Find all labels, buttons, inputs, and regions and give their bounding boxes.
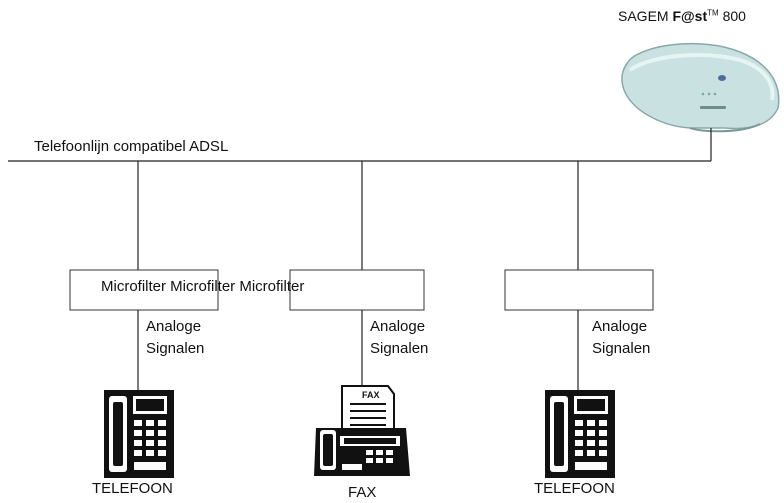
phone-line-label: Telefoonlijn compatibel ADSL (34, 138, 229, 155)
wiring (8, 128, 712, 393)
modem-model-suffix: 800 (722, 8, 746, 24)
signal-label-3: Analoge Signalen (592, 316, 650, 360)
device-label-telefoon-2: TELEFOON (534, 480, 615, 497)
telephone-icon (545, 390, 615, 478)
device-label-telefoon-1: TELEFOON (92, 480, 173, 497)
microfilter-box-3 (504, 269, 654, 311)
signal-label-line2: Signalen (370, 340, 429, 357)
modem-model-prefix: F@st (672, 8, 708, 24)
signal-label-line1: Analoge (146, 318, 202, 335)
microfilter-labels: Microfilter Microfilter Microfilter (101, 278, 305, 295)
svg-text:FAX: FAX (362, 390, 380, 400)
modem-title: SAGEM F@stTM 800 (618, 8, 746, 24)
signal-label-line2: Signalen (592, 340, 651, 357)
signal-label-1: Analoge Signalen (146, 316, 204, 360)
signal-label-2: Analoge Signalen (370, 316, 428, 360)
microfilter-box-1 (69, 269, 219, 311)
fax-machine-icon: FAX (314, 385, 410, 476)
adsl-modem-icon (621, 42, 780, 133)
microfilter-box-2 (289, 269, 425, 311)
device-label-fax: FAX (348, 484, 377, 501)
modem-brand: SAGEM (618, 8, 669, 24)
signal-label-line1: Analoge (592, 318, 648, 335)
signal-label-line2: Signalen (146, 340, 205, 357)
microfilter-boxes (69, 269, 654, 311)
modem-tm: TM (707, 8, 719, 18)
telephone-icon (104, 390, 174, 478)
signal-label-line1: Analoge (370, 318, 426, 335)
